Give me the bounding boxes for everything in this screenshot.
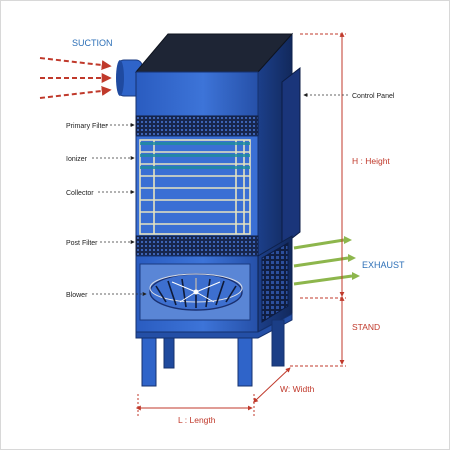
- exhaust-grille: [261, 242, 289, 323]
- stand-label: STAND: [352, 322, 380, 332]
- stand-legs: [141, 319, 285, 387]
- width-label: W: Width: [280, 384, 315, 394]
- cabinet-base: [135, 313, 293, 339]
- cabinet-front-upper: [135, 71, 259, 117]
- ionizer-label: Ionizer: [66, 156, 88, 163]
- blower-label: Blower: [66, 292, 88, 299]
- suction-arrows: [39, 57, 112, 99]
- height-label: H : Height: [352, 156, 390, 166]
- collector-label: Collector: [66, 190, 94, 197]
- exhaust-label: EXHAUST: [362, 260, 405, 270]
- callout-leaders: [92, 93, 348, 296]
- ionizer-bands: [140, 142, 250, 169]
- control-panel-label: Control Panel: [352, 93, 395, 100]
- primary-filter-panel: [135, 115, 259, 137]
- exhaust-arrows: [293, 236, 360, 286]
- blower-wheel: [149, 273, 243, 311]
- dimension-lines: [135, 31, 346, 416]
- post-filter-panel: [135, 235, 259, 257]
- post-filter-label: Post Filter: [66, 240, 98, 247]
- suction-label: SUCTION: [72, 38, 113, 48]
- primary-filter-label: Primary Filter: [66, 123, 108, 130]
- length-label: L : Length: [178, 415, 216, 425]
- control-panel-box: [281, 66, 301, 248]
